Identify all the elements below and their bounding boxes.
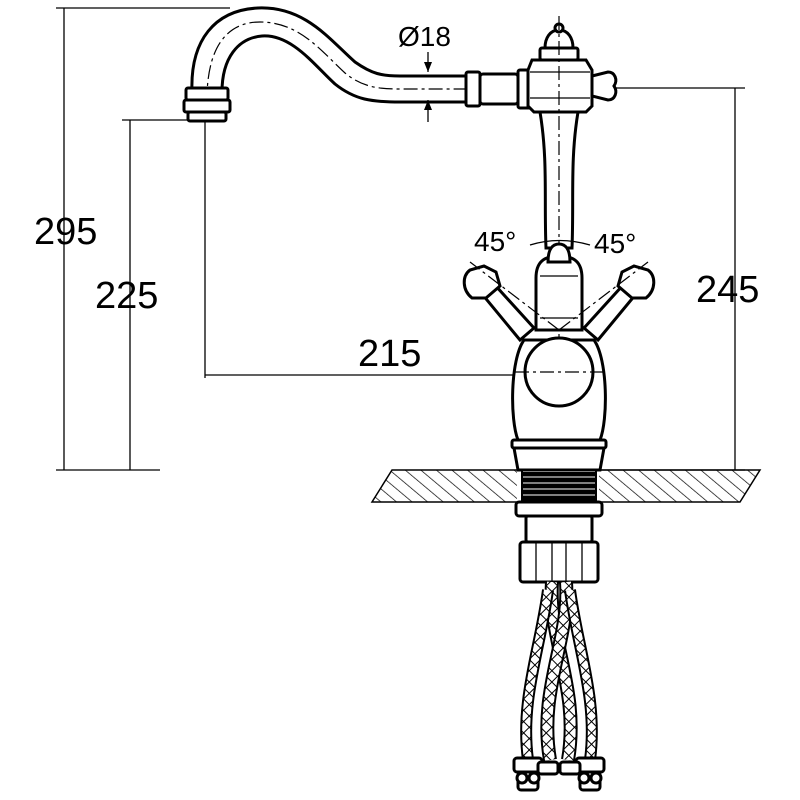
dimension-spout-height: 225 bbox=[95, 119, 205, 470]
spout-diameter-label: Ø18 bbox=[398, 21, 451, 52]
body-height-label: 245 bbox=[696, 269, 759, 311]
total-height-label: 295 bbox=[34, 211, 97, 253]
handles: 45° 45° bbox=[462, 226, 656, 343]
angle-left-label: 45° bbox=[474, 226, 516, 257]
braided-hoses bbox=[512, 581, 606, 792]
spout bbox=[182, 6, 612, 123]
dimension-body-height: 245 bbox=[600, 87, 759, 471]
angle-right-label: 45° bbox=[594, 228, 636, 259]
spout-height-label: 225 bbox=[95, 275, 158, 317]
faucet-top bbox=[526, 22, 618, 114]
reach-label: 215 bbox=[358, 333, 421, 375]
dimension-total-height: 295 bbox=[34, 7, 230, 471]
dimension-spout-diameter: Ø18 bbox=[398, 21, 451, 122]
mounting-shank bbox=[514, 469, 604, 584]
faucet-base bbox=[510, 336, 608, 472]
